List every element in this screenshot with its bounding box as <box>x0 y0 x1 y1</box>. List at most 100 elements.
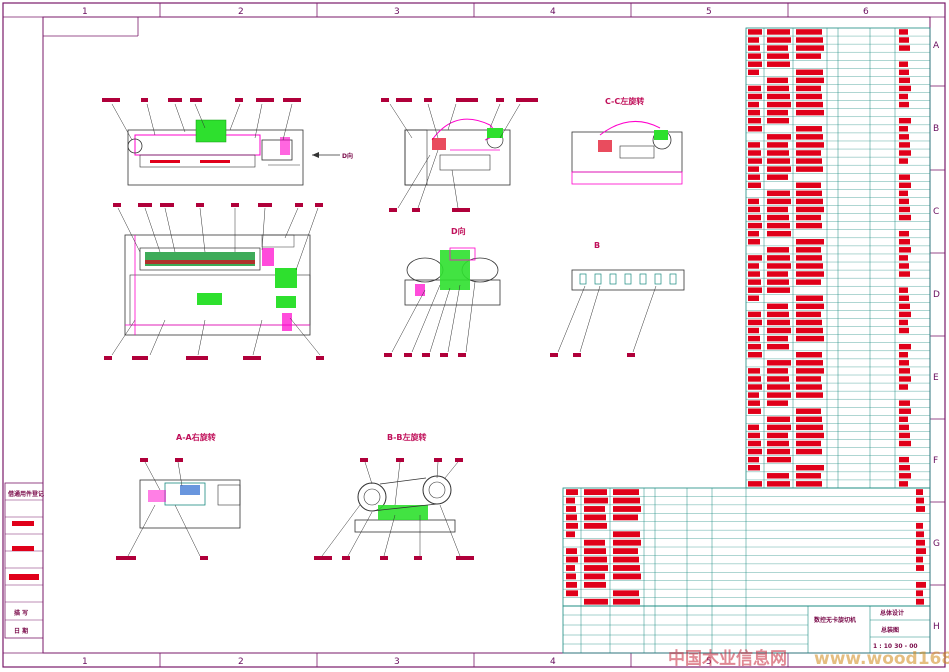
bom-cell-redacted <box>767 158 790 164</box>
bom-cell-redacted <box>899 424 909 431</box>
bom-cell-redacted <box>899 368 910 374</box>
bom-cell-redacted <box>796 392 823 398</box>
bom-cell-redacted <box>748 166 759 172</box>
bom-cell-redacted <box>796 182 821 188</box>
bom-cell-redacted <box>899 408 911 414</box>
bom-cell-redacted <box>796 440 821 447</box>
bom-cell-redacted <box>796 464 824 471</box>
bom-cell-redacted <box>767 368 788 374</box>
zone-col-2: 2 <box>238 7 244 17</box>
bom-cell-redacted <box>796 45 824 51</box>
bom-cell-redacted <box>916 539 925 546</box>
design-stage: 总体设计 <box>880 609 904 617</box>
bom-cell-redacted <box>767 392 791 398</box>
bom-cell-redacted <box>796 247 821 253</box>
bom-cell-redacted <box>748 481 762 487</box>
bom-cell-redacted <box>748 384 762 390</box>
bom-cell-redacted <box>796 360 823 366</box>
bom-cell-redacted <box>796 109 824 116</box>
side-view-part-tags <box>381 98 538 212</box>
zone-row-D: D <box>933 290 940 300</box>
bom-cell-redacted <box>767 456 791 463</box>
bom-cell-redacted <box>796 142 824 148</box>
plan-view-part-tags <box>104 203 324 360</box>
bom-cell-redacted <box>767 400 788 406</box>
bom-cell-redacted <box>584 581 606 588</box>
watermark-site: 中国木业信息网 <box>668 648 787 669</box>
bom-cell-redacted <box>748 335 760 342</box>
zone-col-3-bottom: 3 <box>394 657 400 667</box>
bom-cell-redacted <box>767 247 789 253</box>
bom-cell-redacted <box>767 93 790 100</box>
bom-cell-redacted <box>796 384 822 390</box>
bom-cell-redacted <box>584 598 608 605</box>
bom-cell-redacted <box>613 598 640 605</box>
bom-cell-redacted <box>748 109 760 116</box>
bom-cell-redacted <box>613 573 641 580</box>
bom-cell-redacted <box>796 255 822 261</box>
bom-cell-redacted <box>584 573 605 580</box>
bom-cell-redacted <box>899 126 908 132</box>
bom-cell-redacted <box>899 206 910 213</box>
bom-cell-redacted <box>767 198 791 205</box>
bom-cell-redacted <box>916 598 924 605</box>
left-block-label-2: 描 写 <box>14 609 28 617</box>
bom-cell-redacted <box>748 448 762 455</box>
bom-cell-redacted <box>748 279 761 285</box>
bom-cell-redacted <box>796 126 822 132</box>
bom-cell-redacted <box>767 319 790 326</box>
bom-cell-redacted <box>899 158 908 164</box>
bom-cell-redacted <box>796 319 822 326</box>
bom-cell-redacted <box>899 174 910 180</box>
bom-cell-redacted <box>899 303 910 310</box>
view-d-title: D向 <box>451 226 466 236</box>
zone-col-2-bottom: 2 <box>238 657 244 667</box>
view-d <box>404 247 501 306</box>
bom-cell-redacted <box>613 506 641 512</box>
bom-cell-redacted <box>796 424 823 431</box>
bom-cell-redacted <box>767 190 790 197</box>
bom-cell-redacted <box>748 150 761 156</box>
bom-cell-redacted <box>899 45 910 51</box>
bom-cell-redacted <box>899 319 908 326</box>
bom-cell-redacted <box>916 581 926 588</box>
bom-cell-redacted <box>748 295 759 301</box>
bom-cell-redacted <box>748 239 760 245</box>
side-view-leaders <box>389 103 521 209</box>
bom-cell-redacted <box>748 408 761 414</box>
bom-cell-redacted <box>767 37 791 43</box>
bom-cell-redacted <box>613 590 639 597</box>
bom-cell-redacted <box>613 497 640 504</box>
bom-cell-redacted <box>796 311 821 318</box>
bom-cell-redacted <box>796 166 823 172</box>
bom-cell-redacted <box>767 77 788 84</box>
bom-cell-redacted <box>584 539 605 546</box>
view-b-part-tags <box>550 353 635 357</box>
bom-cell-redacted <box>566 514 577 521</box>
bom-cell-redacted <box>899 352 908 358</box>
bom-cell-redacted <box>748 440 761 447</box>
bom-cell-redacted <box>899 263 909 269</box>
bom-cell-redacted <box>613 565 640 571</box>
bom-cell-redacted <box>748 53 761 59</box>
top-zone-bar <box>3 3 945 18</box>
bom-cell-redacted <box>796 416 822 423</box>
bom-cell-redacted <box>613 514 638 521</box>
bom-cell-redacted <box>899 190 908 197</box>
bom-cell-redacted <box>748 255 762 261</box>
bom-cell-redacted <box>796 279 821 285</box>
d-direction-arrow <box>312 152 340 158</box>
zone-col-5-bottom: 5 <box>706 657 712 667</box>
bom-cell-redacted <box>748 85 761 92</box>
bom-cell-redacted <box>899 473 911 479</box>
left-registration-block <box>4 482 44 639</box>
bom-cell-redacted <box>748 174 760 180</box>
bom-cell-redacted <box>767 109 788 116</box>
bom-cell-redacted <box>796 408 821 414</box>
bom-cell-redacted <box>899 134 909 140</box>
bom-cell-redacted <box>899 61 908 67</box>
plan-view-leaders <box>111 207 321 356</box>
bom-cell-redacted <box>566 489 578 496</box>
right-zone-bar <box>930 85 945 586</box>
bom-table-bottom <box>562 487 931 653</box>
